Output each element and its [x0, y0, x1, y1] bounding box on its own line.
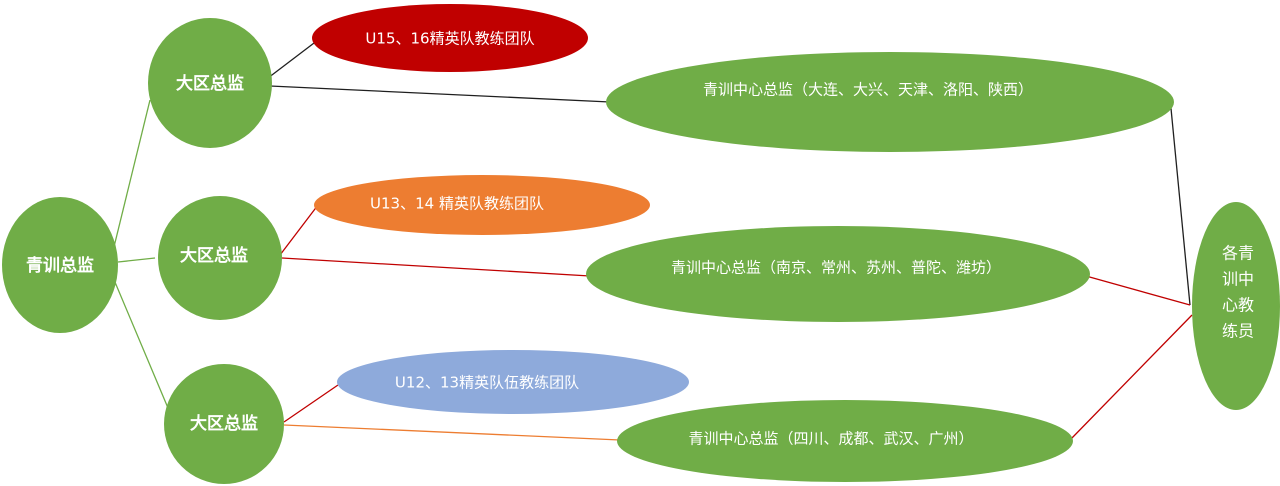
region-3-director-shape [164, 364, 284, 484]
region-3-center-label: 青训中心总监（四川、成都、武汉、广州） [688, 430, 973, 448]
coaches-node: 各青 训中 心教 练员 [1192, 202, 1280, 410]
coaches-node-line-3: 心教 [1222, 296, 1254, 315]
connector-region-1-center [269, 85, 611, 103]
coaches-node-line-4: 练员 [1222, 322, 1254, 341]
region-3: 大区总监 U12、13精英队伍教练团队 青训中心总监（四川、成都、武汉、广州） [164, 350, 1073, 484]
region-3-team-shape [337, 350, 689, 414]
connector-region-2-center [281, 257, 591, 277]
connector-root-region-3 [111, 274, 169, 409]
connector-center-3-coaches [1069, 314, 1193, 441]
connector-region-1-team [267, 39, 319, 79]
region-2-director-label: 大区总监 [180, 245, 248, 266]
coaches-node-line-2: 训中 [1222, 270, 1254, 289]
region-3-center-shape [617, 400, 1073, 482]
region-1-team-label: U15、16精英队教练团队 [365, 30, 534, 48]
region-2-team-label: U13、14 精英队教练团队 [370, 195, 544, 213]
connector-region-2-team [279, 204, 319, 256]
connector-center-1-coaches [1169, 97, 1191, 306]
root-node: 青训总监 [2, 197, 118, 333]
region-1: 大区总监 U15、16精英队教练团队 青训中心总监（大连、大兴、天津、洛阳、陕西… [148, 4, 1174, 152]
root-node-shape [2, 197, 118, 333]
connector-region-3-team [283, 384, 339, 423]
region-1-director-label: 大区总监 [176, 73, 244, 94]
connector-root-region-2 [117, 257, 156, 263]
region-1-center-label: 青训中心总监（大连、大兴、天津、洛阳、陕西） [703, 81, 1033, 99]
root-node-label: 青训总监 [26, 255, 94, 276]
region-2-center-shape [586, 226, 1090, 322]
region-3-director-label: 大区总监 [190, 413, 258, 434]
coaches-node-line-1: 各青 [1222, 244, 1254, 263]
region-2-center-label: 青训中心总监（南京、常州、苏州、普陀、潍坊） [671, 259, 1001, 277]
coaches-node-shape [1192, 202, 1280, 410]
connector-region-3-center [283, 424, 621, 441]
connector-center-2-coaches [1085, 275, 1191, 306]
region-1-director-shape [148, 18, 272, 148]
region-2-director-shape [158, 196, 282, 320]
region-3-team-label: U12、13精英队伍教练团队 [395, 374, 579, 392]
connector-root-region-1 [111, 99, 151, 256]
region-2: 大区总监 U13、14 精英队教练团队 青训中心总监（南京、常州、苏州、普陀、潍… [158, 175, 1090, 322]
region-1-team-shape [312, 4, 588, 72]
region-2-team-shape [314, 175, 650, 235]
region-1-center-shape [606, 52, 1174, 152]
connectors [111, 39, 1193, 441]
